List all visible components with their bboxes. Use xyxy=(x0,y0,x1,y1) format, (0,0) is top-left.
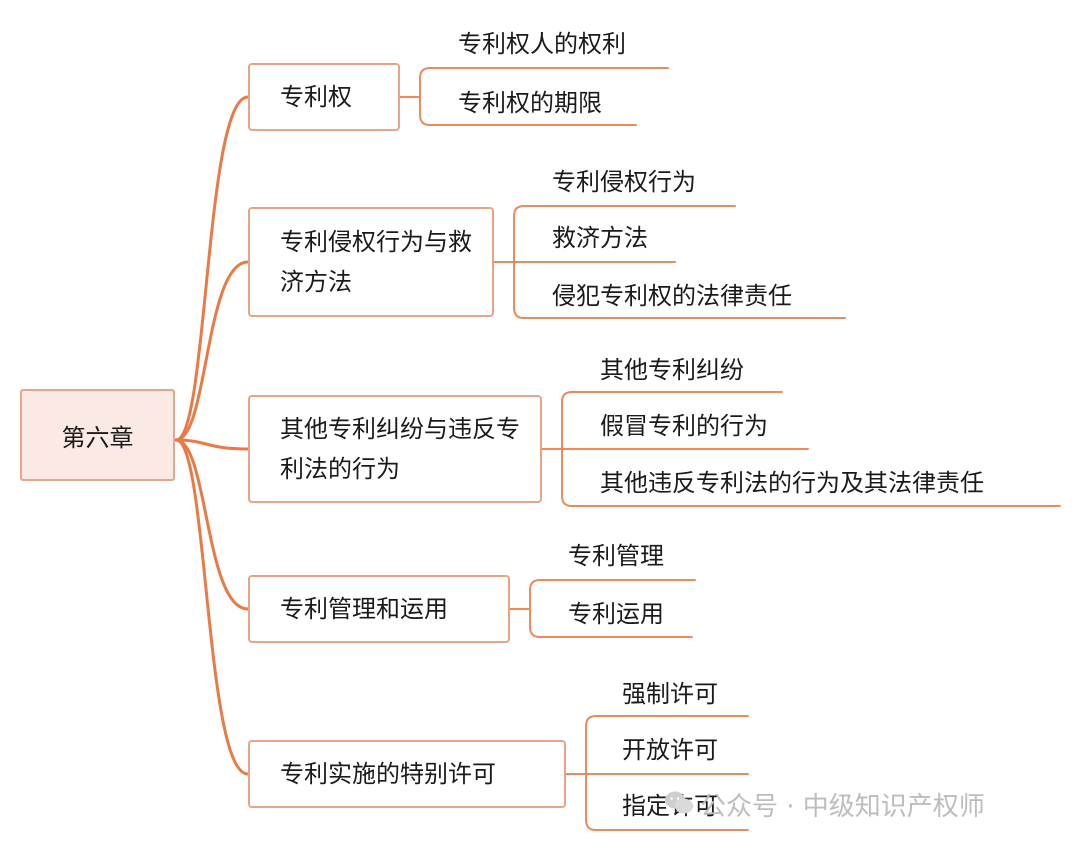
branch-leaf-connector xyxy=(493,261,846,319)
branch-leaf-connector xyxy=(493,205,736,263)
watermark-text: 公众号 · 中级知识产权师 xyxy=(700,792,985,822)
branch-leaf-connector xyxy=(541,391,783,450)
branch-node-special-license[interactable]: 专利实施的特别许可 xyxy=(248,740,566,808)
branch-node-infringement-remedy[interactable]: 专利侵权行为与救济方法 xyxy=(248,207,494,317)
leaf-node[interactable]: 专利管理 xyxy=(568,540,664,572)
branch-label: 专利实施的特别许可 xyxy=(280,760,496,788)
root-branch-connector xyxy=(174,438,250,451)
leaf-node[interactable]: 开放许可 xyxy=(622,734,718,766)
leaf-node[interactable]: 专利权的期限 xyxy=(458,87,602,119)
leaf-label: 其他专利纠纷 xyxy=(600,356,744,384)
branch-label: 专利权 xyxy=(280,83,352,111)
branch-leaf-connector xyxy=(565,773,749,831)
root-connectors xyxy=(174,95,250,776)
branch-leaf-connector xyxy=(541,448,1061,507)
leaf-label: 专利管理 xyxy=(568,542,664,570)
branch-node-management[interactable]: 专利管理和运用 xyxy=(248,575,510,643)
leaf-label: 专利权人的权利 xyxy=(458,30,626,58)
leaf-node[interactable]: 假冒专利的行为 xyxy=(600,410,768,442)
branch-node-other-disputes[interactable]: 其他专利纠纷与违反专利法的行为 xyxy=(248,395,542,503)
branch-node-patent-right[interactable]: 专利权 xyxy=(248,63,400,131)
leaf-label: 开放许可 xyxy=(622,736,718,764)
branch-leaf-connector xyxy=(565,715,749,775)
branch-leaf-connector xyxy=(399,96,637,126)
branch-connectors xyxy=(399,67,1061,831)
root-branch-connector xyxy=(174,95,250,442)
leaf-label: 专利权的期限 xyxy=(458,89,602,117)
leaf-node[interactable]: 其他专利纠纷 xyxy=(600,354,744,386)
branch-label: 专利管理和运用 xyxy=(280,595,448,623)
branch-label: 专利侵权行为与救济方法 xyxy=(280,228,472,296)
leaf-label: 其他违反专利法的行为及其法律责任 xyxy=(600,469,984,497)
leaf-label: 强制许可 xyxy=(622,680,718,708)
root-branch-connector xyxy=(174,438,250,776)
leaf-label: 专利运用 xyxy=(568,600,664,628)
root-branch-connector xyxy=(174,260,250,442)
leaf-node[interactable]: 救济方法 xyxy=(552,222,648,254)
leaf-node[interactable]: 专利侵权行为 xyxy=(552,166,696,198)
branch-leaf-connector xyxy=(509,579,696,610)
root-node[interactable]: 第六章 xyxy=(20,389,175,481)
leaf-node[interactable]: 专利权人的权利 xyxy=(458,28,626,60)
wechat-logo-icon xyxy=(665,791,693,814)
branch-leaf-connector xyxy=(509,608,693,638)
leaf-node[interactable]: 强制许可 xyxy=(622,678,718,710)
leaf-node[interactable]: 专利运用 xyxy=(568,598,664,630)
leaf-label: 侵犯专利权的法律责任 xyxy=(552,282,792,310)
leaf-label: 专利侵权行为 xyxy=(552,168,696,196)
watermark: 公众号 · 中级知识产权师 xyxy=(700,786,985,823)
root-branch-connector xyxy=(174,438,250,611)
leaf-node[interactable]: 侵犯专利权的法律责任 xyxy=(552,280,792,312)
leaf-label: 假冒专利的行为 xyxy=(600,412,768,440)
branch-label: 其他专利纠纷与违反专利法的行为 xyxy=(280,415,520,483)
branch-leaf-connector xyxy=(399,67,669,98)
leaf-label: 救济方法 xyxy=(552,224,648,252)
leaf-node[interactable]: 其他违反专利法的行为及其法律责任 xyxy=(600,467,984,499)
root-label: 第六章 xyxy=(61,423,134,452)
